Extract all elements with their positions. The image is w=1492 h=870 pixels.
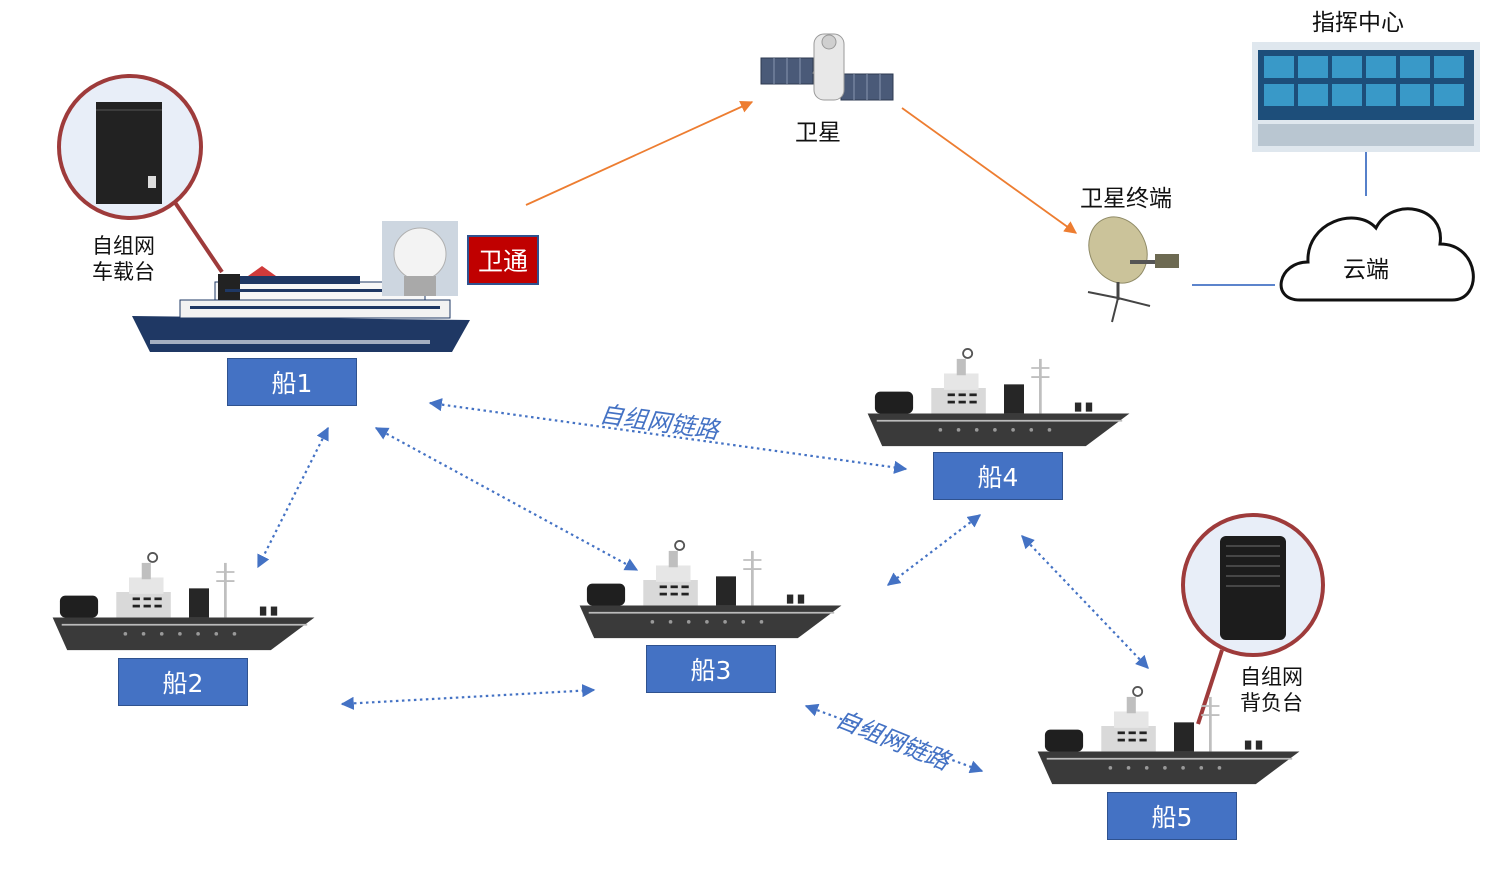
- cruise-ship-icon: [132, 266, 470, 352]
- warship-icon-ship3: [578, 540, 843, 640]
- backpack-radio-label-line2: 背负台: [1240, 691, 1303, 716]
- backpack-radio-label-line1: 自组网: [1240, 665, 1303, 689]
- command-center-screen-icon: [1252, 42, 1480, 152]
- command-center-label: 指挥中心: [1312, 10, 1404, 36]
- ship-label-4: 船4: [933, 452, 1063, 500]
- vehicle-radio-callout: [57, 74, 224, 274]
- mesh-link-4-3: [886, 514, 982, 586]
- mesh-link-4-5: [1021, 535, 1149, 669]
- warship-icon-ship2: [51, 552, 316, 652]
- mesh-link-1-3: [374, 427, 639, 571]
- cloud-label: 云端: [1343, 257, 1389, 283]
- ship-label-2: 船2: [118, 658, 248, 706]
- cloud-icon: [1279, 207, 1475, 302]
- mesh-link-1-2: [257, 426, 329, 569]
- mesh-links: [257, 398, 1149, 774]
- ship1-to-satellite-link: [525, 100, 754, 206]
- backpack-radio-label: 自组网 背负台: [1240, 664, 1303, 717]
- satellite-label: 卫星: [795, 120, 841, 146]
- radome-icon: [382, 221, 458, 296]
- ship-label-3: 船3: [646, 645, 776, 693]
- mesh-link-1-4: [428, 398, 908, 474]
- mesh-link-2-3: [340, 684, 596, 710]
- mesh-link-3-5: [804, 703, 984, 774]
- vehicle-radio-label-line2: 车载台: [92, 260, 155, 285]
- backpack-radio-callout: [1181, 513, 1325, 725]
- sat-comm-badge: 卫通: [467, 235, 539, 285]
- warship-icon-ship4: [866, 348, 1131, 448]
- satellite-icon: [760, 33, 894, 101]
- vehicle-radio-label: 自组网 车载台: [92, 233, 155, 286]
- radio-device-icon: [1220, 536, 1286, 640]
- satellite-terminal-label: 卫星终端: [1080, 186, 1172, 212]
- dish-antenna-icon: [1087, 216, 1179, 323]
- satellite-to-terminal-link: [901, 107, 1078, 234]
- ship-label-1: 船1: [227, 358, 357, 406]
- ship-label-5: 船5: [1107, 792, 1237, 840]
- radio-device-icon: [96, 102, 162, 204]
- vehicle-radio-label-line1: 自组网: [92, 234, 155, 258]
